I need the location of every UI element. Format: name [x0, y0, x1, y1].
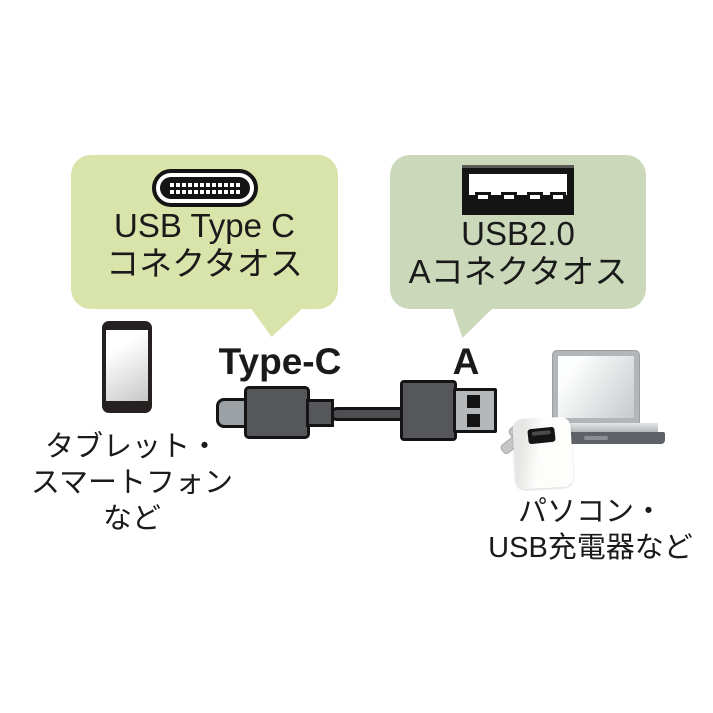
- right-caption-line1: パソコン・: [517, 496, 663, 528]
- charger-usb-port: [527, 426, 556, 445]
- left-caption-line2: スマートフォン: [30, 467, 234, 499]
- laptop-icon: [544, 348, 666, 444]
- usb-a-plug-hole: [467, 395, 480, 408]
- usb-type-c-port-icon: [151, 169, 258, 207]
- left-device-caption: タブレット・ スマートフォン など: [21, 429, 243, 537]
- type-c-callout-line1: USB Type C: [114, 207, 295, 244]
- usb-a-callout-pointer: [452, 307, 494, 338]
- type-c-callout-line2: コネクタオス: [106, 245, 303, 282]
- usb-charger-icon: [498, 410, 580, 494]
- smartphone-icon: [102, 321, 152, 413]
- type-c-plug-neck: [306, 399, 334, 427]
- usb-a-callout-line2: Aコネクタオス: [408, 253, 628, 290]
- usb-a-callout-bubble: USB2.0 Aコネクタオス: [390, 155, 646, 309]
- left-caption-line3: など: [102, 503, 161, 535]
- left-caption-line1: タブレット・: [44, 431, 219, 463]
- type-c-callout-bubble: USB Type C コネクタオス: [71, 155, 338, 309]
- right-device-caption: パソコン・ USB充電器など: [468, 494, 713, 566]
- type-c-plug-body: [244, 386, 310, 439]
- type-c-callout-pointer: [250, 307, 304, 337]
- usb-a-plug-body: [400, 380, 457, 441]
- usb-a-plug-label: A: [452, 341, 480, 382]
- cable-cord: [330, 407, 408, 421]
- usb-a-port-icon: [462, 165, 574, 215]
- type-c-plug-label: Type-C: [218, 341, 342, 382]
- usb-a-callout-line1: USB2.0: [461, 215, 575, 252]
- right-caption-line2: USB充電器など: [488, 532, 693, 564]
- usb-a-plug-hole: [467, 414, 480, 427]
